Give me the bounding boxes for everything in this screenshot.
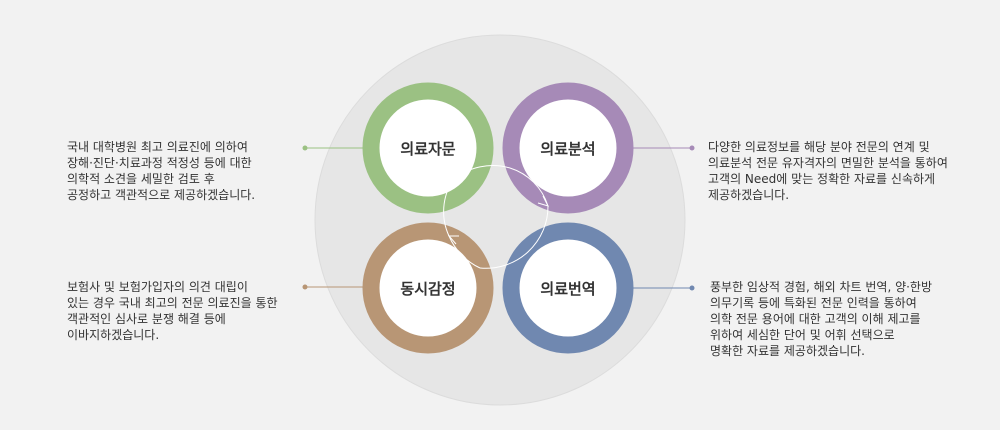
cycle-arc-right <box>509 167 549 207</box>
connector-medical-translation <box>632 285 695 291</box>
background-circle <box>314 34 686 406</box>
ring-medical-analysis: 의료분석 <box>502 82 634 214</box>
ring-joint-appraisal: 동시감정 <box>362 222 494 354</box>
description-line: 의학 전문 용어에 대한 고객의 이해 제고를 <box>710 312 921 326</box>
cycle-arc-left <box>448 235 481 269</box>
description-line: 풍부한 임상적 경험, 해외 차트 번역, 양·한방 <box>710 280 933 294</box>
ring-label-medical-analysis: 의료분석 <box>540 140 595 158</box>
ring-medical-advice: 의료자문 <box>362 82 494 214</box>
cycle-arrowhead-left <box>447 235 459 245</box>
description-joint-appraisal: 보험사 및 보험가입자의 의견 대립이 있는 경우 국내 최고의 전문 의료진을… <box>67 279 278 343</box>
cycle-arrowhead-right <box>537 195 549 207</box>
description-line: 장해·진단·치료과정 적정성 등에 대한 <box>67 156 252 170</box>
description-medical-analysis: 다양한 의료정보를 해당 분야 전문의 연계 및 의료분석 전문 유자격자의 면… <box>708 139 948 203</box>
connector-aiding-medical-advice <box>302 145 368 151</box>
description-line: 국내 대학병원 최고 의료진에 의하여 <box>67 140 248 154</box>
cycle-arc-left-upper <box>443 179 454 237</box>
description-line: 의학적 소견을 세밀한 검토 후 <box>67 172 215 186</box>
description-medical-advice: 국내 대학병원 최고 의료진에 의하여 장해·진단·치료과정 적정성 등에 대한… <box>67 139 255 203</box>
ring-label-medical-advice: 의료자문 <box>400 140 455 158</box>
description-line: 공정하고 객관적으로 제공하겠습니다. <box>67 188 256 202</box>
description-line: 보험사 및 보험가입자의 의견 대립이 <box>67 280 248 294</box>
description-line: 이바지하겠습니다. <box>67 328 160 342</box>
ring-label-joint-appraisal: 동시감정 <box>400 280 455 298</box>
description-line: 객관적인 심사로 분쟁 해결 등에 <box>67 312 226 326</box>
cycle-arc-bottom <box>479 205 549 269</box>
description-line: 다양한 의료정보를 해당 분야 전문의 연계 및 <box>708 140 930 154</box>
description-line: 의료분석 전문 유자격자의 면밀한 분석을 통하여 <box>708 156 948 170</box>
connector-joint-appraisal <box>302 284 368 290</box>
ring-medical-translation: 의료번역 <box>502 222 634 354</box>
cycle-arrows <box>443 165 549 269</box>
connector-medical-analysis <box>632 145 695 151</box>
description-line: 명확한 자료를 제공하겠습니다. <box>710 344 865 358</box>
description-medical-translation: 풍부한 임상적 경험, 해외 차트 번역, 양·한방 의무기록 등에 특화된 전… <box>710 279 932 359</box>
ring-label-medical-translation: 의료번역 <box>540 280 595 298</box>
cycle-arc-top <box>452 165 511 181</box>
description-line: 제공하겠습니다. <box>708 188 790 202</box>
description-line: 위하여 세심한 단어 및 어휘 선택으로 <box>710 328 895 342</box>
description-line: 의무기록 등에 특화된 전문 인력을 통하여 <box>710 296 917 310</box>
description-line: 고객의 Need에 맞는 정확한 자료를 신속하게 <box>708 172 936 186</box>
description-line: 있는 경우 국내 최고의 전문 의료진을 통한 <box>67 296 278 310</box>
